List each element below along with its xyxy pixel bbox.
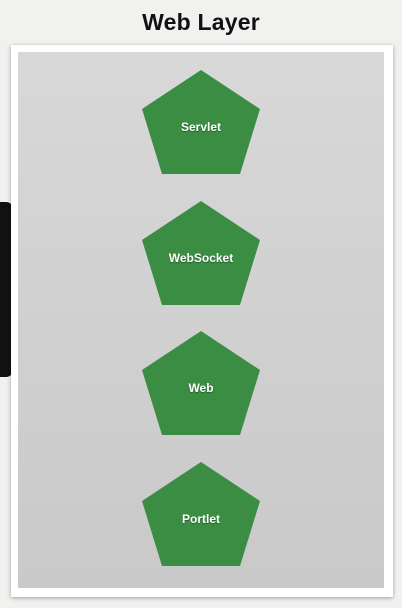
- pentagon-icon: [142, 462, 260, 566]
- diagram-panel: Servlet WebSocket Web Portlet: [18, 52, 384, 588]
- page-title: Web Layer: [142, 9, 260, 35]
- side-drawer-handle[interactable]: [0, 202, 13, 377]
- module-label: Portlet: [181, 512, 220, 526]
- module-label: Web: [188, 381, 214, 395]
- module-portlet: Portlet: [18, 462, 384, 566]
- pentagon-icon: [142, 70, 260, 174]
- pentagon-icon: [142, 201, 260, 305]
- diagram-frame: Servlet WebSocket Web Portlet: [11, 45, 393, 597]
- module-label: WebSocket: [168, 251, 234, 265]
- module-label: Servlet: [180, 120, 222, 134]
- pentagon-icon: [142, 331, 260, 435]
- module-servlet: Servlet: [18, 70, 384, 174]
- module-web: Web: [18, 331, 384, 435]
- module-websocket: WebSocket: [18, 201, 384, 305]
